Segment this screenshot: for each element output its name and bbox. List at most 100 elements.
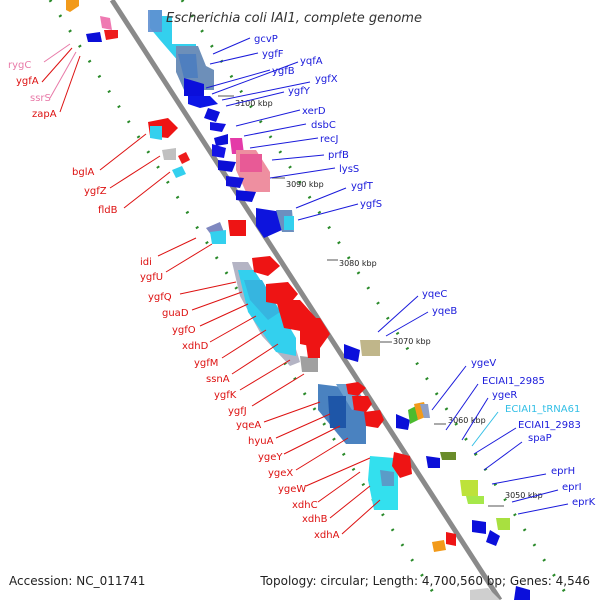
leader-line xyxy=(43,43,71,63)
gene-label: spaP xyxy=(528,433,552,444)
gene-label: xdhB xyxy=(302,514,328,525)
leader-line xyxy=(123,171,171,209)
svg-text:3070 kbp: 3070 kbp xyxy=(393,337,431,346)
leader-line xyxy=(99,133,147,171)
gene-label: ygfJ xyxy=(228,406,247,417)
leader-line xyxy=(205,69,271,89)
gene-label: ygeW xyxy=(278,484,306,495)
gene-label: xerD xyxy=(302,106,326,117)
gene-label: ygfX xyxy=(315,74,338,85)
gene-label: ssrS xyxy=(30,93,51,104)
svg-text:3100 kbp: 3100 kbp xyxy=(235,99,273,108)
kbp-tick: 3070 kbp xyxy=(380,337,431,346)
leader-line xyxy=(295,437,349,471)
gene-label: ssnA xyxy=(206,374,230,385)
kbp-tick: 3080 kbp xyxy=(327,259,377,268)
kbp-tick: 3060 kbp xyxy=(434,416,486,425)
feature-gene xyxy=(460,480,484,504)
feature-gene xyxy=(396,402,430,430)
feature-gene xyxy=(344,340,380,362)
leader-line xyxy=(491,473,547,485)
gene-label: ygeV xyxy=(471,358,496,369)
leader-line xyxy=(109,155,161,189)
feature-gene xyxy=(256,208,294,238)
svg-text:3080 kbp: 3080 kbp xyxy=(339,259,377,268)
gene-label: yqeB xyxy=(432,306,457,317)
dot-track-right xyxy=(180,0,572,600)
gene-label: ygfA xyxy=(16,76,39,87)
feature-gene xyxy=(426,452,456,468)
svg-text:3050 kbp: 3050 kbp xyxy=(505,491,543,500)
gene-label: rygC xyxy=(8,60,31,71)
gene-label: eprH xyxy=(551,466,575,477)
feature-gene xyxy=(162,148,190,178)
gene-label: ECIAI1_2983 xyxy=(518,420,581,431)
leader-line xyxy=(235,109,301,127)
feature-gene xyxy=(470,586,530,600)
gene-label: ECIAI1_2985 xyxy=(482,376,545,387)
leader-line xyxy=(341,499,381,535)
leader-line xyxy=(473,427,517,455)
gene-label: ygfM xyxy=(194,358,218,369)
leader-line xyxy=(59,55,81,113)
feature-gene xyxy=(368,452,412,510)
gene-label: ygeR xyxy=(492,390,517,401)
genome-info-text: Topology: circular; Length: 4,700,560 bp… xyxy=(260,574,590,588)
gene-label: idi xyxy=(140,257,152,268)
leader-line xyxy=(275,413,331,439)
feature-gene xyxy=(148,118,178,140)
feature-gene xyxy=(232,262,318,372)
gene-label: yqfA xyxy=(300,56,323,67)
leader-line xyxy=(317,471,361,503)
leader-line xyxy=(225,91,285,107)
feature-gene xyxy=(66,0,79,12)
leader-line xyxy=(49,51,77,99)
leader-line xyxy=(41,47,73,83)
leader-line xyxy=(445,383,479,431)
feature-gene xyxy=(86,16,118,42)
leader-line xyxy=(243,123,307,137)
gene-label: ygfU xyxy=(140,272,163,283)
gene-label: xdhD xyxy=(182,341,209,352)
leader-line xyxy=(199,303,249,327)
kbp-tick: 3090 kbp xyxy=(272,177,324,189)
gene-label: xdhA xyxy=(314,530,340,541)
leader-line xyxy=(221,81,311,101)
leader-line xyxy=(461,397,489,441)
leader-line xyxy=(431,365,467,411)
gene-label: ygfS xyxy=(360,199,382,210)
gene-label: dsbC xyxy=(311,120,336,131)
gene-label: ygeX xyxy=(268,468,293,479)
leader-line xyxy=(251,373,305,407)
leader-line xyxy=(239,359,291,391)
genome-title: Escherichia coli IAI1, complete genome xyxy=(166,11,422,26)
leader-line xyxy=(179,281,237,295)
leader-line xyxy=(329,485,371,519)
leader-line xyxy=(511,489,559,503)
svg-text:3060 kbp: 3060 kbp xyxy=(448,416,486,425)
leader-line xyxy=(157,237,197,257)
gene-label: gcvP xyxy=(254,34,278,45)
feature-gene xyxy=(432,532,456,552)
gene-label: ygfZ xyxy=(84,186,107,197)
feature-gene xyxy=(184,78,218,108)
leader-line xyxy=(211,61,299,95)
genome-backbone xyxy=(109,0,503,600)
gene-label: lysS xyxy=(339,164,359,175)
leader-line xyxy=(249,137,319,149)
gene-label: ygfF xyxy=(262,49,284,60)
gene-label: yqeA xyxy=(236,420,261,431)
gene-label: prfB xyxy=(328,150,349,161)
leader-line xyxy=(283,425,341,455)
leader-line xyxy=(209,315,257,343)
gene-label: ygfB xyxy=(272,66,295,77)
gene-label: ygfO xyxy=(172,325,196,336)
leader-line xyxy=(191,291,243,311)
leader-line xyxy=(517,503,569,515)
gene-label: ECIAI1_tRNA61 xyxy=(505,404,580,415)
gene-label: hyuA xyxy=(248,436,274,447)
gene-label: recJ xyxy=(320,134,339,145)
gene-label: yqeC xyxy=(422,289,447,300)
feature-gene xyxy=(472,518,510,546)
leader-line xyxy=(165,243,213,273)
